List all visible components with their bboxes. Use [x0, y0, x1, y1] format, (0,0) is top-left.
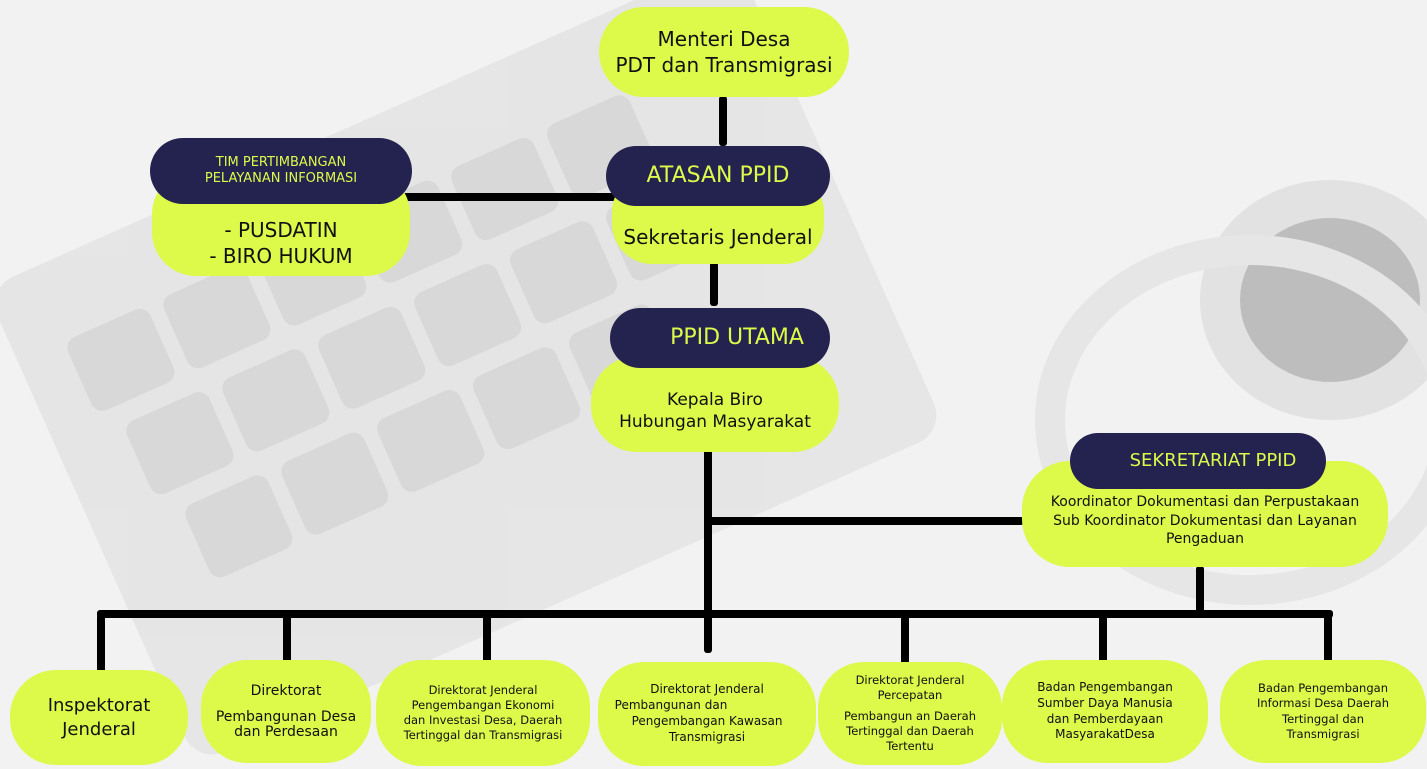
- menteri-line-1: Menteri Desa: [657, 26, 791, 51]
- drop-7: [1324, 614, 1332, 664]
- ppid-utama-node: Kepala Biro Hubungan Masyarakat: [591, 356, 839, 452]
- drop-1: [97, 614, 105, 676]
- unit-inspektorat: Inspektorat Jenderal: [10, 670, 188, 765]
- atasan-header: ATASAN PPID: [606, 146, 830, 206]
- sekretariat-line-1: Koordinator Dokumentasi dan Perpustakaan: [1050, 494, 1360, 511]
- menteri-node: Menteri Desa PDT dan Transmigrasi: [599, 7, 849, 97]
- ppid-utama-line-1: Kepala Biro: [667, 389, 763, 410]
- drop-3: [483, 614, 491, 664]
- connector-sekretariat-down: [1196, 566, 1204, 614]
- connector-top: [719, 96, 727, 146]
- tim-item-2: - BIRO HUKUM: [209, 244, 353, 268]
- connector-sekretariat: [706, 517, 1024, 525]
- connector-trunk: [704, 448, 712, 653]
- unit-badan-informasi: Badan Pengembangan Informasi Desa Daerah…: [1220, 660, 1426, 763]
- sekretariat-line-3: Pengaduan: [1165, 531, 1245, 548]
- tim-header: TIM PERTIMBANGAN PELAYANAN INFORMASI: [150, 138, 412, 204]
- unit-direktorat-pembangunan-desa: Direktorat Pembangunan Desa dan Perdesaa…: [201, 660, 371, 763]
- menteri-line-2: PDT dan Transmigrasi: [615, 53, 833, 77]
- connector-tim: [390, 193, 625, 201]
- drop-2: [283, 614, 291, 664]
- ppid-utama-header: PPID UTAMA: [610, 308, 830, 368]
- connector-bus: [97, 610, 1333, 618]
- unit-badan-sdm: Badan Pengembangan Sumber Daya Manusia d…: [1002, 660, 1208, 763]
- connector-atasan-ppid: [710, 262, 718, 306]
- unit-ditjen-kawasan-transmigrasi: Direktorat Jenderal Pembangunan dan Peng…: [598, 662, 816, 766]
- atasan-body: Sekretaris Jenderal: [623, 224, 813, 249]
- ppid-utama-line-2: Hubungan Masyarakat: [619, 412, 811, 432]
- tim-item-1: - PUSDATIN: [224, 217, 338, 242]
- drop-5: [901, 614, 909, 664]
- unit-ditjen-ekonomi: Direktorat Jenderal Pengembangan Ekonomi…: [376, 660, 590, 766]
- sekretariat-header: SEKRETARIAT PPID: [1070, 433, 1326, 489]
- drop-6: [1099, 614, 1107, 664]
- sekretariat-line-2: Sub Koordinator Dokumentasi dan Layanan: [1053, 512, 1357, 529]
- unit-ditjen-percepatan: Direktorat Jenderal Percepatan Pembangun…: [818, 662, 1002, 765]
